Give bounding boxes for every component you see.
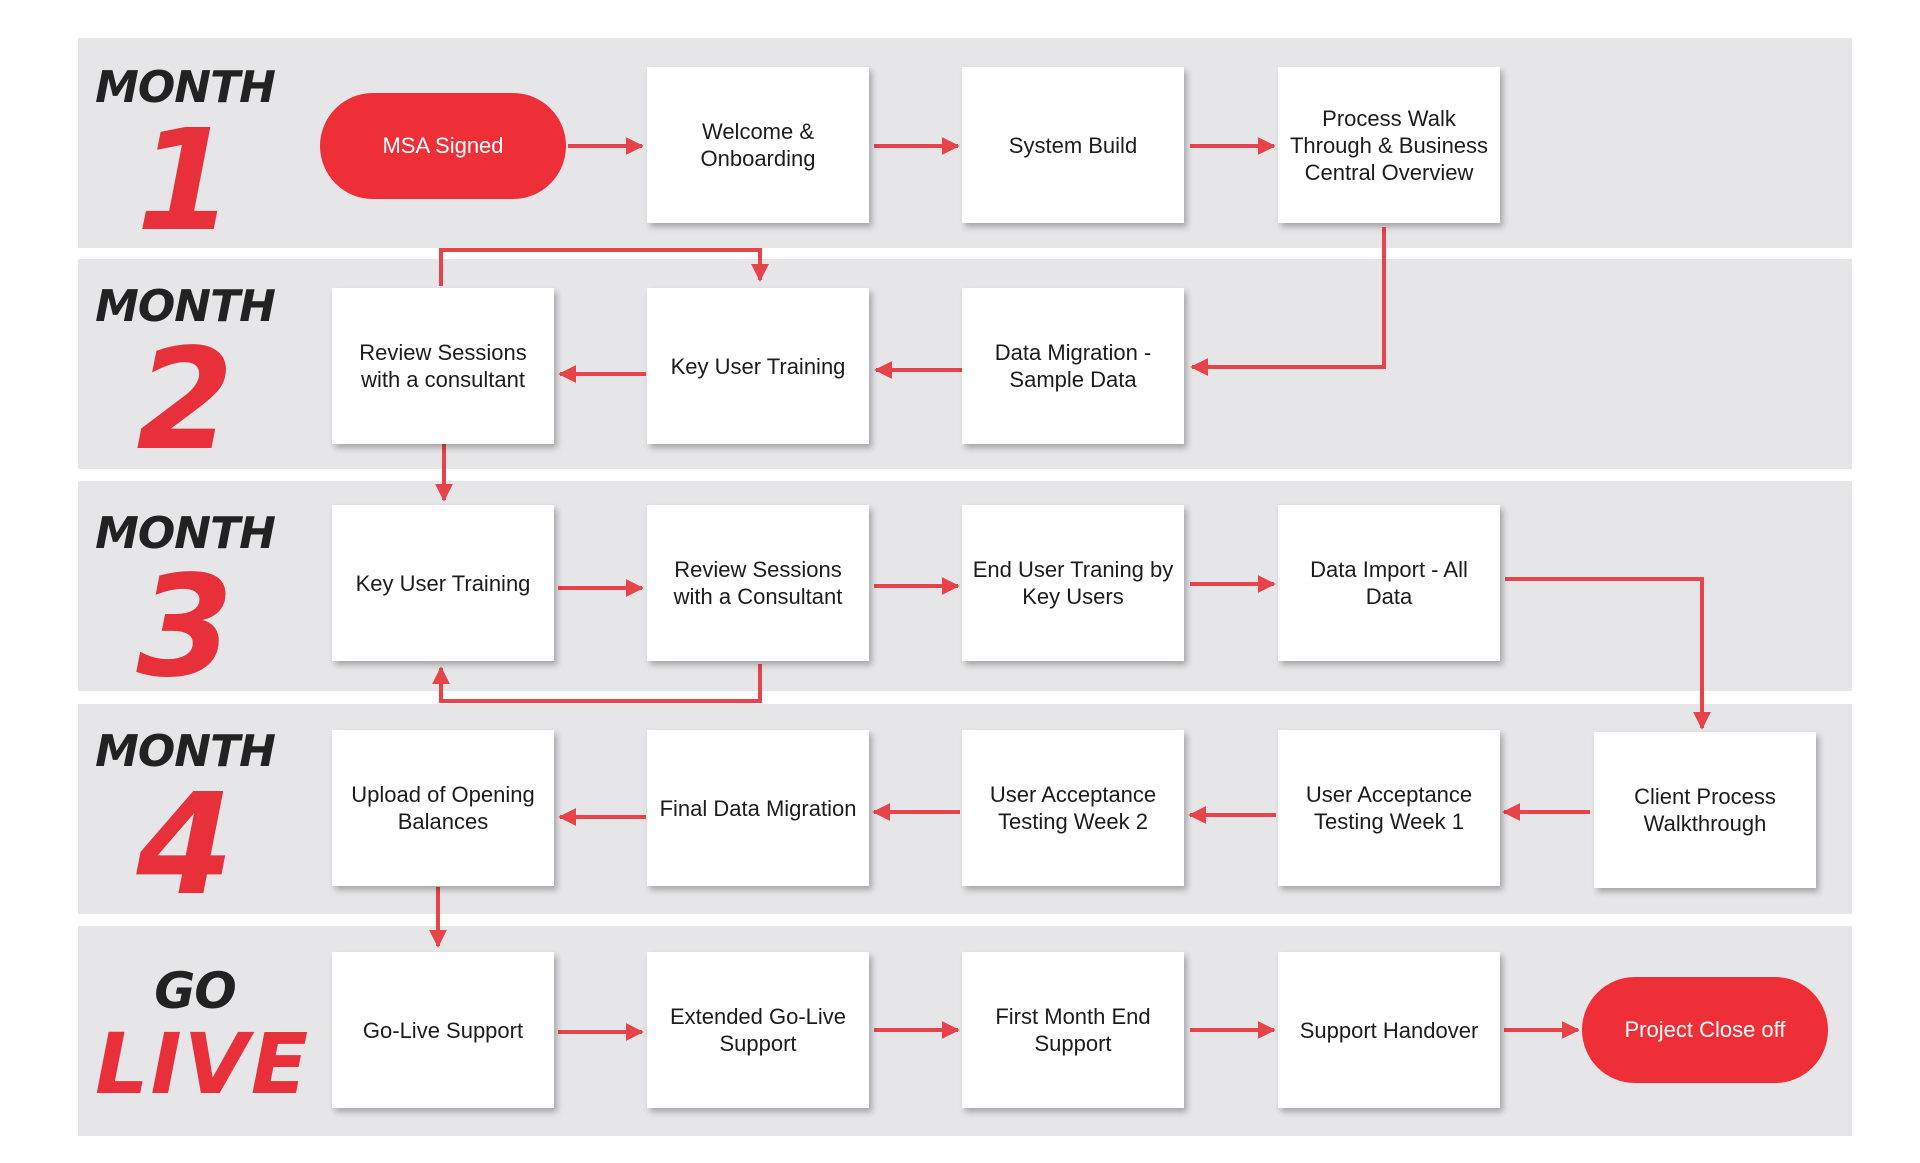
- node-data-migration-sample: Data Migration - Sample Data: [962, 288, 1184, 444]
- node-go-live-support: Go-Live Support: [332, 952, 554, 1108]
- arrow-data-import-to-client-walkthrough: [1505, 577, 1711, 730]
- row-title-number: 4: [136, 764, 234, 927]
- row-title-word: MONTH: [95, 281, 276, 332]
- row-title-number: 2: [136, 319, 234, 482]
- node-extended-go-live-support: Extended Go-Live Support: [647, 952, 869, 1108]
- node-project-close-off: Project Close off: [1582, 977, 1828, 1083]
- node-uat-week-2: User Acceptance Testing Week 2: [962, 730, 1184, 886]
- node-support-handover: Support Handover: [1278, 952, 1500, 1108]
- node-final-data-migration: Final Data Migration: [647, 730, 869, 886]
- node-welcome-onboarding: Welcome & Onboarding: [647, 67, 869, 223]
- arrow-review-m3-loop-back: [432, 664, 762, 703]
- node-key-user-training-m3: Key User Training: [332, 505, 554, 661]
- node-system-build: System Build: [962, 67, 1184, 223]
- row-title-month-4: MONTH 4: [85, 730, 285, 916]
- node-data-import: Data Import - All Data: [1278, 505, 1500, 661]
- node-uat-week-1: User Acceptance Testing Week 1: [1278, 730, 1500, 886]
- row-title-word: MONTH: [95, 508, 276, 559]
- arrow-review-loop-to-key-user: [439, 248, 769, 286]
- node-process-walk-through: Process Walk Through & Business Central …: [1278, 67, 1500, 223]
- row-title-month-1: MONTH 1: [85, 66, 285, 252]
- node-review-sessions-m2: Review Sessions with a consultant: [332, 288, 554, 444]
- row-title-month-2: MONTH 2: [85, 285, 285, 471]
- row-title-go-live: GO LIVE: [95, 962, 311, 1113]
- node-first-month-end-support: First Month End Support: [962, 952, 1184, 1108]
- row-title-month-3: MONTH 3: [85, 512, 285, 698]
- node-client-process-walkthrough: Client Process Walkthrough: [1594, 732, 1816, 888]
- node-end-user-training: End User Traning by Key Users: [962, 505, 1184, 661]
- node-msa-signed: MSA Signed: [320, 93, 566, 199]
- node-upload-opening-balances: Upload of Opening Balances: [332, 730, 554, 886]
- row-title-word: GO: [154, 962, 237, 1020]
- node-review-sessions-m3: Review Sessions with a Consultant: [647, 505, 869, 661]
- row-title-number: LIVE: [95, 1015, 311, 1113]
- row-title-number: 1: [136, 100, 234, 263]
- node-key-user-training-m2: Key User Training: [647, 288, 869, 444]
- arrow-process-walk-to-data-migration: [1190, 227, 1386, 376]
- row-title-number: 3: [136, 546, 234, 709]
- row-title-word: MONTH: [95, 62, 276, 113]
- row-title-word: MONTH: [95, 726, 276, 777]
